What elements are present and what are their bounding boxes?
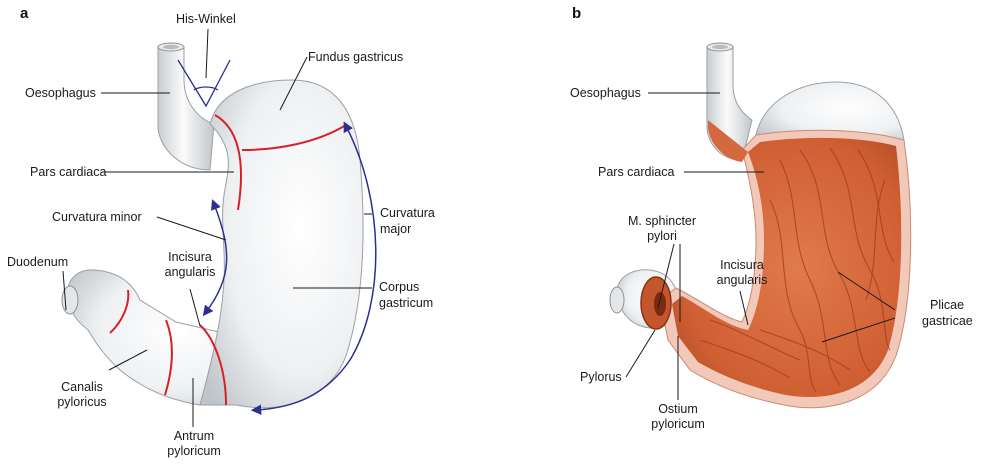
- label-oesophagus-a: Oesophagus: [25, 86, 96, 101]
- label-m-sphincter-pylori-line1: M. sphincter: [620, 214, 704, 229]
- label-his-winkel: His-Winkel: [176, 12, 236, 27]
- label-canalis-pyloricus-line2: pyloricus: [50, 395, 114, 410]
- label-plicae-gastricae-line2: gastricae: [922, 314, 973, 329]
- label-pylorus: Pylorus: [580, 370, 622, 385]
- label-ostium-pyloricum-line1: Ostium: [646, 402, 710, 417]
- label-pars-cardiaca-a: Pars cardiaca: [30, 165, 106, 180]
- label-incisura-angularis-b-line1: Incisura: [704, 258, 780, 273]
- label-incisura-angularis-a-line1: Incisura: [150, 250, 230, 265]
- panel-a-drawing: [62, 29, 376, 427]
- label-fundus-gastricus: Fundus gastricus: [308, 50, 403, 65]
- label-pars-cardiaca-b: Pars cardiaca: [598, 165, 674, 180]
- label-antrum-pyloricum-line1: Antrum: [160, 429, 228, 444]
- label-corpus-gastricum-line1: Corpus: [379, 280, 419, 295]
- label-curvatura-major-line1: Curvatura: [380, 206, 435, 221]
- label-corpus-gastricum-line2: gastricum: [379, 296, 433, 311]
- panel-a-letter: a: [20, 5, 28, 22]
- label-curvatura-major-line2: major: [380, 222, 411, 237]
- label-incisura-angularis-a-line2: angularis: [150, 265, 230, 280]
- label-duodenum: Duodenum: [7, 255, 68, 270]
- oesophagus-shape: [158, 47, 214, 170]
- label-antrum-pyloricum-line2: pyloricum: [160, 444, 228, 459]
- panel-b-letter: b: [572, 5, 581, 22]
- label-plicae-gastricae-line1: Plicae: [930, 298, 964, 313]
- label-ostium-pyloricum-line2: pyloricum: [646, 417, 710, 432]
- label-m-sphincter-pylori-line2: pylori: [620, 229, 704, 244]
- label-curvatura-minor: Curvatura minor: [52, 210, 142, 225]
- label-canalis-pyloricus-line1: Canalis: [50, 380, 114, 395]
- label-oesophagus-b: Oesophagus: [570, 86, 641, 101]
- label-incisura-angularis-b-line2: angularis: [704, 273, 780, 288]
